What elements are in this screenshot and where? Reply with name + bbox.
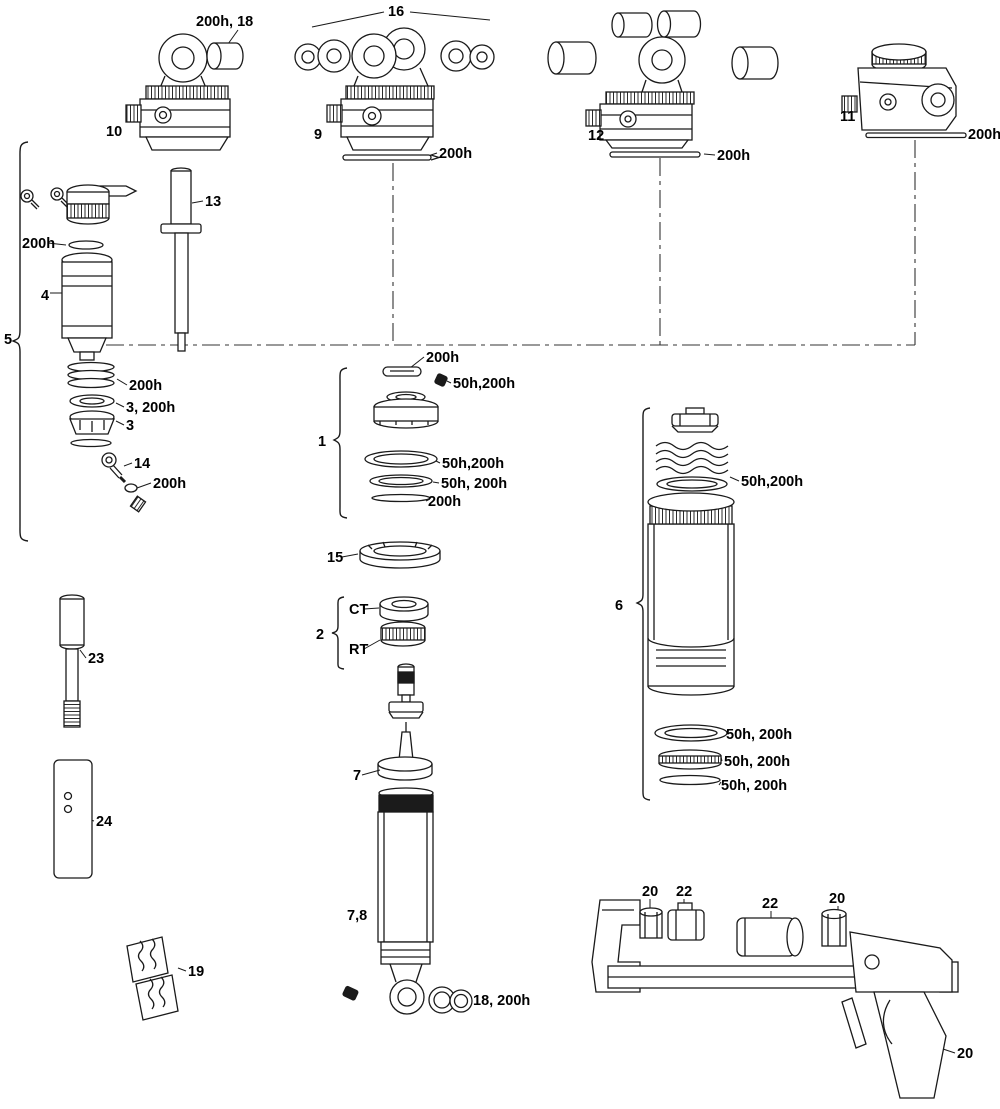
valve-washer-200h — [68, 240, 104, 250]
bushing-200h-18 — [206, 42, 244, 70]
can-seal-b — [658, 749, 722, 770]
piston-assembly — [388, 663, 424, 719]
spring-stack-6 — [655, 441, 729, 492]
callout-22a: 22 — [676, 884, 692, 900]
callout-glide-rings: 200h — [129, 378, 162, 394]
bracket-2 — [331, 596, 345, 670]
callout-1b: 50h, 200h — [441, 476, 507, 492]
callout-16: 16 — [388, 4, 404, 20]
callout-20b: 20 — [829, 891, 845, 907]
shock-head-assembly-12 — [547, 10, 779, 158]
callout-bushing-top: 200h, 18 — [196, 14, 253, 30]
setscrew-black — [342, 985, 359, 1001]
callout-4: 4 — [41, 288, 49, 304]
callout-14-oring: 200h — [153, 476, 186, 492]
callout-24: 24 — [96, 814, 112, 830]
can-seal-a — [654, 724, 728, 742]
callout-rt: RT — [349, 642, 368, 658]
seal-head-3 — [69, 410, 115, 448]
centerline-dashdot — [106, 140, 916, 346]
callout-15: 15 — [327, 550, 343, 566]
callout-11: 11 — [840, 109, 855, 125]
valve-14 — [101, 452, 147, 513]
tool-sleeve-22b — [736, 917, 804, 957]
body-clamp-tool — [591, 899, 959, 1099]
glide-rings-200h — [67, 361, 115, 389]
callout-11-shaft: 200h — [968, 127, 1000, 143]
pill-spacer-200h — [382, 366, 422, 377]
ring-1c — [371, 493, 431, 503]
block-24 — [53, 759, 93, 879]
tool-knob-20b — [821, 908, 847, 947]
bracket-5 — [11, 141, 29, 542]
shaft-23 — [59, 594, 85, 728]
shaft-clamp-blocks-19 — [126, 936, 179, 1021]
callout-19: 19 — [188, 964, 204, 980]
group-brackets — [11, 11, 651, 801]
callout-6b: 50h, 200h — [724, 754, 790, 770]
setscrew-small — [129, 495, 147, 513]
rebound-needle-7 — [377, 722, 433, 781]
callout-9: 9 — [314, 127, 322, 143]
ct-cap — [379, 596, 429, 622]
callout-1c: 200h — [428, 494, 461, 510]
spacer-15 — [359, 541, 441, 569]
callout-14: 14 — [134, 456, 150, 472]
callout-12-shaft: 200h — [717, 148, 750, 164]
top-cap-assembly-6 — [671, 407, 719, 433]
tool-adapter-22a — [667, 902, 705, 941]
air-sleeve-4 — [61, 252, 113, 361]
callout-6-top: 50h,200h — [741, 474, 803, 490]
air-can-6 — [647, 492, 735, 696]
callout-3: 3 — [126, 418, 134, 434]
mount-screws — [20, 187, 70, 210]
callout-valve-washer: 200h — [22, 236, 55, 252]
callout-13: 13 — [205, 194, 221, 210]
callout-mid-bolt: 50h,200h — [453, 376, 515, 392]
bolt-50h200h — [434, 373, 448, 387]
callout-6c: 50h, 200h — [721, 778, 787, 794]
callout-2: 2 — [316, 627, 324, 643]
tool-knob-20a — [639, 907, 663, 939]
callout-1a: 50h,200h — [442, 456, 504, 472]
callout-12: 12 — [588, 128, 604, 144]
bracket-1 — [332, 367, 348, 519]
callout-78: 7,8 — [347, 908, 367, 924]
callout-mid-pill: 200h — [426, 350, 459, 366]
callout-18-200h: 18, 200h — [473, 993, 530, 1009]
air-valve-assembly — [66, 184, 138, 250]
callout-10: 10 — [106, 124, 122, 140]
callout-6: 6 — [615, 598, 623, 614]
can-seal-c — [659, 774, 721, 786]
callout-7: 7 — [353, 768, 361, 784]
bracket-6 — [635, 407, 651, 801]
oring-1a — [364, 450, 438, 468]
callout-5: 5 — [4, 332, 12, 348]
wiper-seal-3-200h — [69, 394, 115, 408]
span-16-lines — [311, 11, 491, 28]
callout-20c: 20 — [957, 1046, 973, 1062]
seal-1b — [369, 474, 433, 488]
oring-14-200h — [124, 483, 138, 493]
callout-20a: 20 — [642, 884, 658, 900]
damper-body-78 — [377, 787, 434, 1015]
mounting-cylinders-16 — [611, 10, 702, 38]
shock-head-assembly-11 — [841, 43, 967, 139]
callout-9-shaft: 200h — [439, 146, 472, 162]
eyelet-bushings-18-200h — [428, 986, 473, 1014]
callout-22b: 22 — [762, 896, 778, 912]
callout-ct: CT — [349, 602, 368, 618]
shock-head-assembly-10 — [125, 33, 244, 151]
callout-3-200h: 3, 200h — [126, 400, 175, 416]
callout-23: 23 — [88, 651, 104, 667]
callout-6a: 50h, 200h — [726, 727, 792, 743]
callout-1: 1 — [318, 434, 326, 450]
top-cap-assembly-1 — [373, 391, 439, 429]
shaft-13 — [160, 167, 202, 352]
tool-handle-20c — [873, 991, 947, 1099]
shock-head-assembly-9 — [294, 27, 495, 161]
rt-ring — [380, 621, 426, 647]
